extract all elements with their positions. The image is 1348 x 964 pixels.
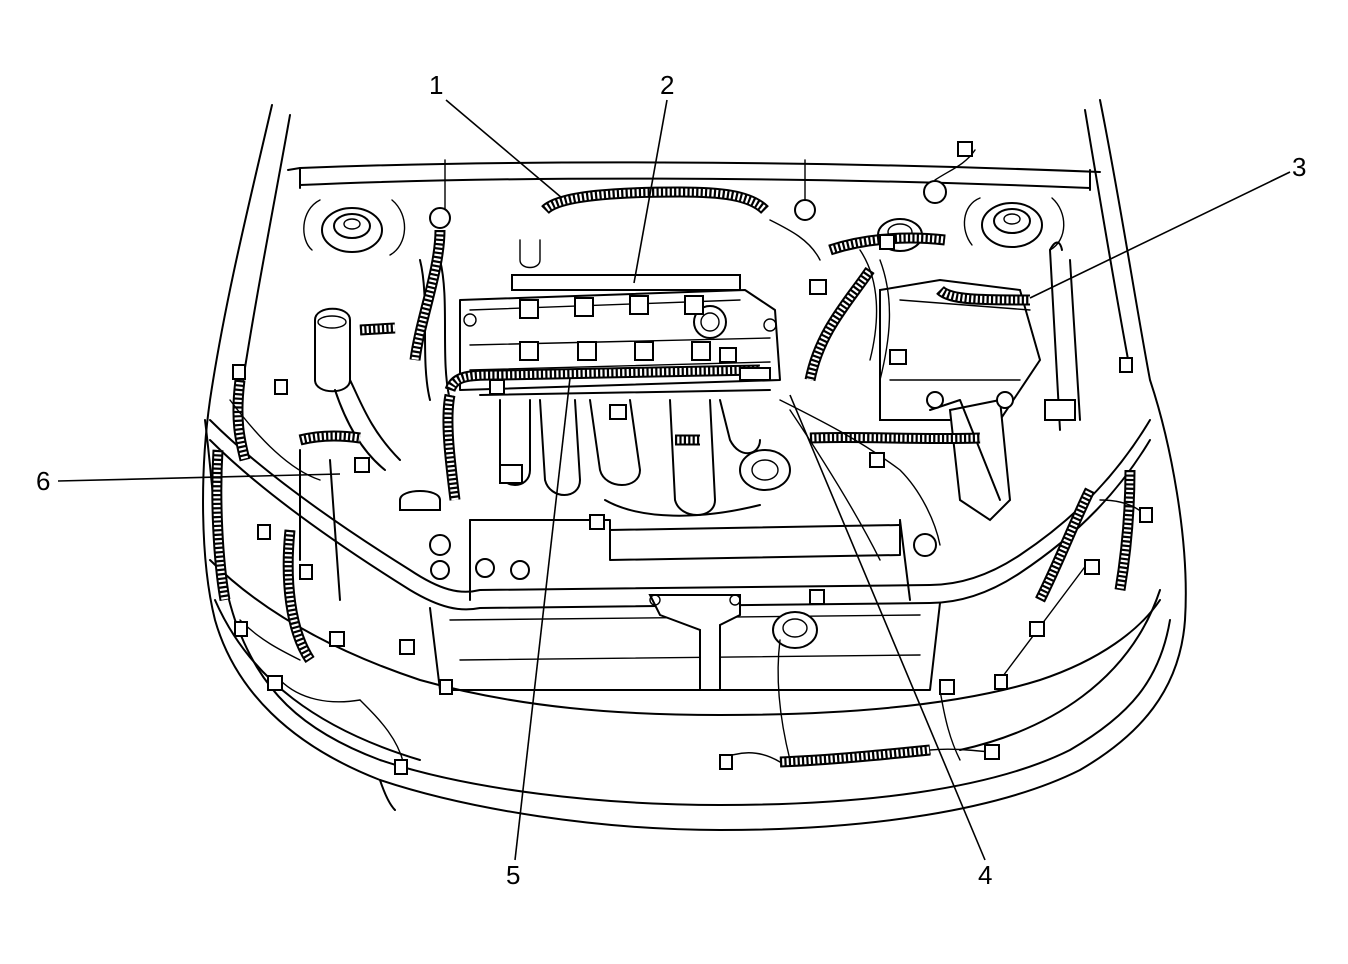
callout-label-3: 3 (1292, 152, 1307, 182)
callout-label-4: 4 (978, 860, 993, 890)
leader-3 (1029, 171, 1291, 299)
leader-1 (445, 99, 563, 199)
callout-label-1: 1 (429, 70, 444, 100)
right-strut-tower (963, 197, 1065, 251)
engine-assembly (459, 289, 911, 601)
callout-label-6: 6 (36, 466, 51, 496)
right-side-components (877, 218, 1081, 557)
callout-label-5: 5 (506, 860, 521, 890)
radiator-support (209, 419, 1151, 691)
vehicle-body-outline (202, 99, 1187, 831)
callout-leaders (57, 99, 1291, 861)
wires-and-connectors (229, 141, 1153, 775)
leader-4 (789, 394, 986, 861)
callout-label-2: 2 (660, 70, 675, 100)
leader-5 (514, 377, 571, 861)
leader-2 (633, 99, 668, 284)
leader-6 (57, 473, 341, 482)
left-side-components (299, 259, 530, 601)
left-strut-tower (303, 199, 406, 256)
